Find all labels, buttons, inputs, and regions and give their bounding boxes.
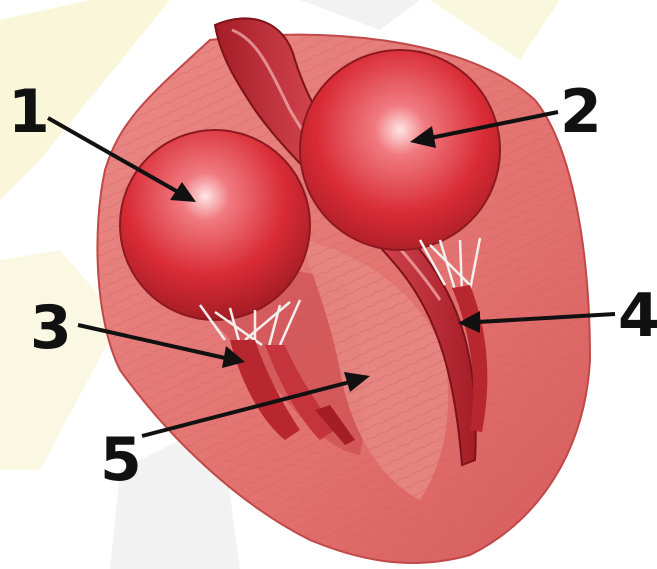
label-3: 3 <box>30 293 72 363</box>
label-4: 4 <box>618 281 657 351</box>
label-2: 2 <box>560 77 602 147</box>
left-atrium <box>120 130 310 320</box>
right-atrium <box>300 50 500 250</box>
label-1: 1 <box>8 77 50 147</box>
label-5: 5 <box>100 425 142 495</box>
